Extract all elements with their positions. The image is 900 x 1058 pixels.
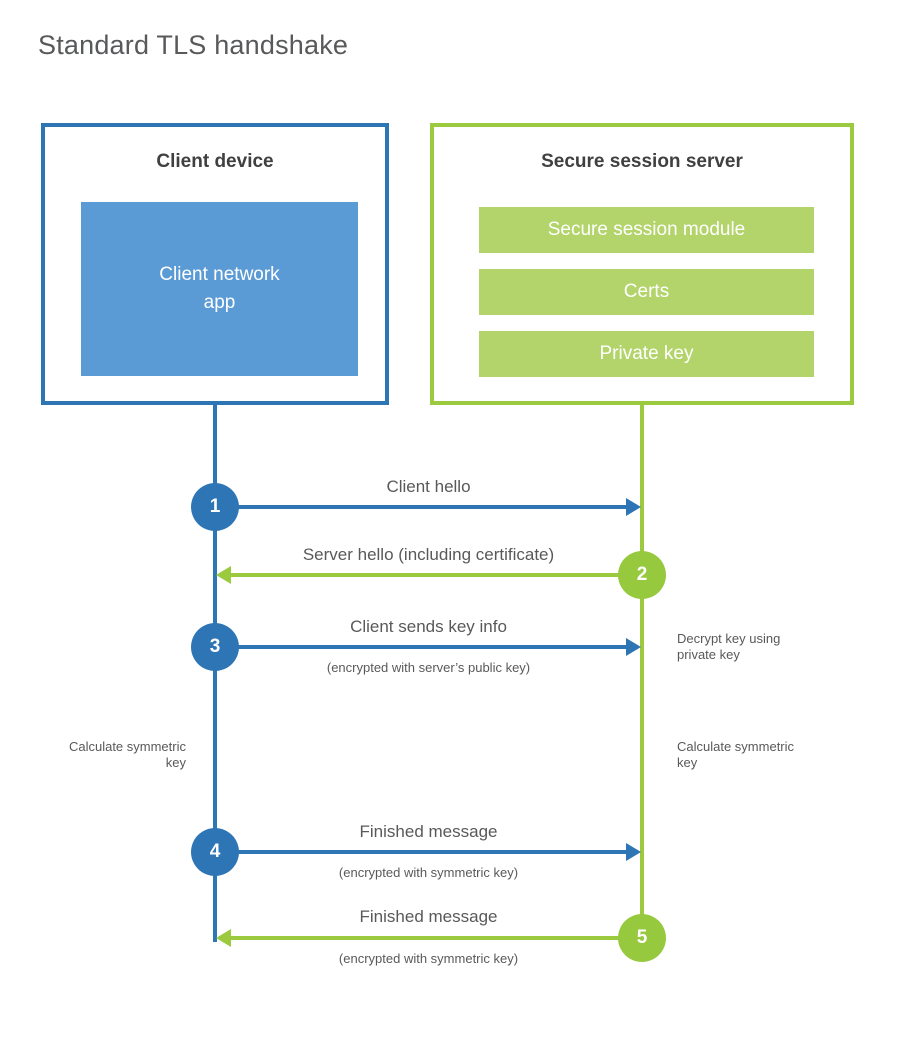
server-lifeline [640,405,644,938]
message-1-line [215,505,626,509]
server-title: Secure session server [541,151,743,172]
calculate-symmetric-key-note-client: Calculate symmetric key [68,739,186,771]
client-app-label-line2: app [203,292,236,313]
message-3-line [215,645,626,649]
step-2-badge: 2 [618,551,666,599]
step-3-badge: 3 [191,623,239,671]
server-module-secure-session: Secure session module [479,207,814,253]
client-app-label-line1: Client network [159,264,280,286]
step-4-badge: 4 [191,828,239,876]
decrypt-key-note: Decrypt key using private key [677,631,781,663]
client-device-title: Client device [156,151,274,172]
server-module-certs: Certs [479,269,814,315]
message-3-label: Client sends key info [350,617,507,636]
arrowhead-left-icon [216,929,231,947]
message-2-label: Server hello (including certificate) [302,545,555,564]
arrowhead-right-icon [626,843,641,861]
client-device-box: Client device Client network app [41,123,389,405]
message-5-line [231,936,642,940]
diagram-title: Standard TLS handshake [38,30,349,60]
message-4-line [215,850,626,854]
client-lifeline [213,405,217,942]
calculate-symmetric-key-note-server: Calculate symmetric key [677,739,795,771]
server-module-private-key: Private key [479,331,814,377]
arrowhead-right-icon [626,638,641,656]
arrowhead-right-icon [626,498,641,516]
message-1-label: Client hello [386,477,471,496]
message-5-sublabel: (encrypted with symmetric key) [338,951,519,966]
step-5-badge: 5 [618,914,666,962]
client-network-app-box: Client network app [81,202,358,376]
message-3-sublabel: (encrypted with server’s public key) [326,660,531,675]
message-4-label: Finished message [359,822,498,841]
secure-session-server-box: Secure session server Secure session mod… [430,123,854,405]
message-5-label: Finished message [359,907,498,926]
message-2-line [231,573,642,577]
message-4-sublabel: (encrypted with symmetric key) [338,865,519,880]
arrowhead-left-icon [216,566,231,584]
step-1-badge: 1 [191,483,239,531]
